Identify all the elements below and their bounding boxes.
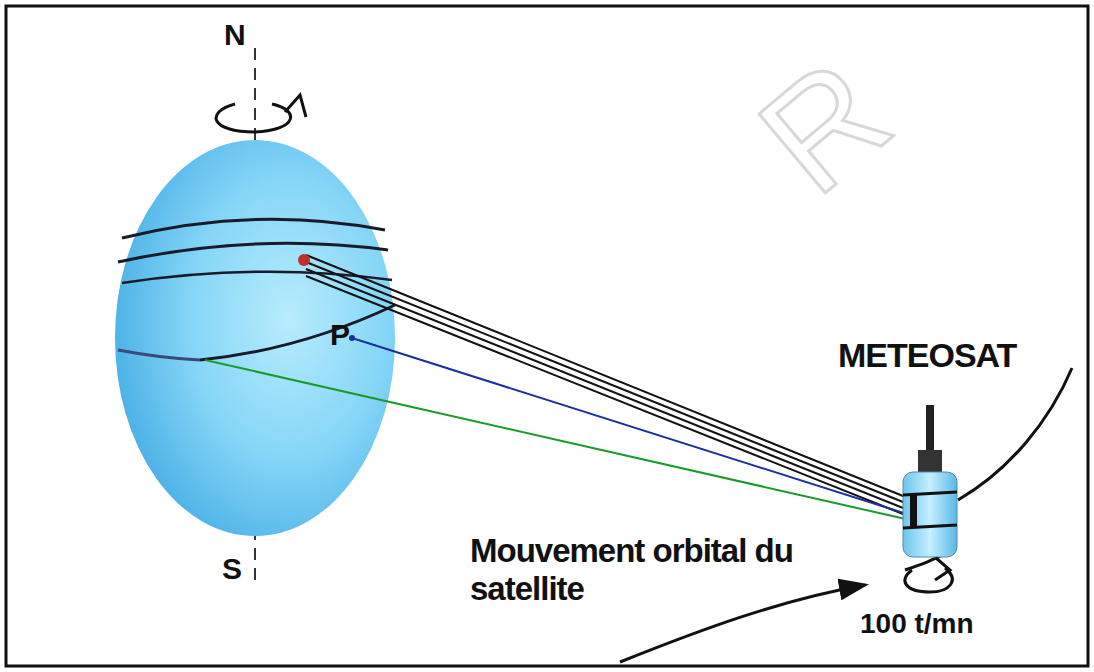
scan-line bbox=[306, 276, 908, 516]
scan-line bbox=[306, 269, 908, 510]
pole-label: S bbox=[222, 552, 242, 587]
scan-line bbox=[306, 255, 908, 498]
satellite-band bbox=[903, 492, 957, 495]
rotation-arrow bbox=[216, 104, 291, 132]
spin-rate: 100 t/mn bbox=[860, 608, 974, 640]
observed-point bbox=[298, 254, 310, 266]
rotation-arrow bbox=[285, 95, 306, 117]
latitude-line bbox=[200, 305, 395, 360]
satellite-antenna bbox=[918, 450, 942, 472]
orbit-arc bbox=[958, 368, 1072, 500]
orbit-arrow bbox=[620, 585, 865, 662]
pole-label: N bbox=[224, 18, 246, 53]
satellite-body bbox=[903, 472, 957, 557]
satellite-name: METEOSAT bbox=[838, 336, 1016, 375]
motion-caption: Mouvement orbital du satellite bbox=[470, 532, 800, 608]
earth-globe bbox=[115, 140, 395, 536]
frame bbox=[6, 6, 1088, 666]
green-sight-line bbox=[205, 360, 910, 520]
blue-sight-line bbox=[352, 338, 910, 515]
scan-line bbox=[306, 262, 908, 504]
latitude-line bbox=[122, 219, 385, 238]
latitude-line bbox=[118, 243, 388, 262]
satellite-radiometer bbox=[910, 495, 917, 527]
equator-line bbox=[118, 350, 200, 360]
spin-arrow bbox=[935, 558, 950, 580]
watermark: R bbox=[727, 25, 921, 227]
point-label: P bbox=[330, 318, 350, 353]
